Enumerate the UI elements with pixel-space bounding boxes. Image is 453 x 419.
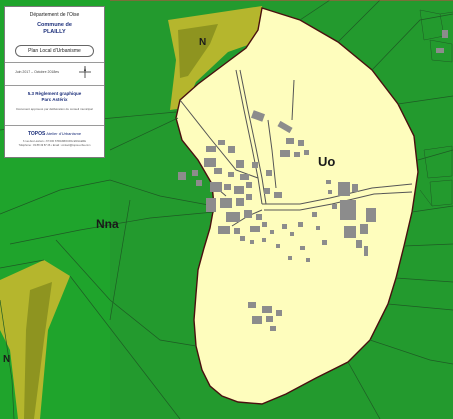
commune-name: Commune de PLAILLY: [5, 22, 104, 36]
document-title-line1: 5.3 Règlement graphique: [27, 91, 82, 96]
building-northeast: [436, 48, 444, 53]
document-title: 5.3 Règlement graphique Parc Astérix: [5, 91, 104, 103]
document-title-line2: Parc Astérix: [41, 97, 68, 102]
agency-phone-email: Téléphone : 03 88 49 87 26 • Email : con…: [18, 144, 91, 147]
plan-date: Juin 2017 – Octobre 2018es: [15, 70, 59, 74]
parcel-lines-northeast: [419, 9, 453, 207]
cartouche-divider: [5, 62, 104, 63]
building-northeast: [442, 30, 448, 38]
zone-label-nna: Nna: [96, 217, 119, 231]
commune-title: PLAILLY: [43, 29, 66, 35]
agency-address: 6 rue des Lévriers • 67 000 STRASBOURG E…: [22, 140, 87, 143]
zone-olive-dark-southwest: [24, 282, 52, 419]
plan-label: Plan Local d'Urbanisme: [15, 45, 94, 57]
compass-rose-icon: [79, 66, 91, 78]
map-cartouche: Département de l'Oise Commune de PLAILLY…: [4, 6, 105, 158]
zone-olive-dark-north: [178, 24, 218, 78]
department-name: Département de l'Oise: [29, 12, 80, 18]
zone-uo: [175, 7, 419, 405]
approval-note: Document approuvé par délibération du co…: [16, 107, 93, 111]
cartouche-divider: [5, 125, 104, 126]
commune-prefix: Commune de: [37, 22, 72, 28]
zone-label-uo: Uo: [318, 154, 335, 169]
agency-tagline: Atelier d'Urbanisme: [46, 131, 82, 136]
cartouche-divider: [5, 85, 104, 86]
zone-label-n-north: N: [199, 37, 206, 48]
agency-brand: TOPOS: [27, 131, 46, 137]
zone-label-n-southwest: N: [3, 354, 10, 365]
agency-contact: 6 rue des Lévriers • 67 000 STRASBOURG E…: [7, 140, 102, 148]
buildings: [178, 110, 376, 331]
agency-name: TOPOS Atelier d'Urbanisme: [5, 131, 104, 137]
